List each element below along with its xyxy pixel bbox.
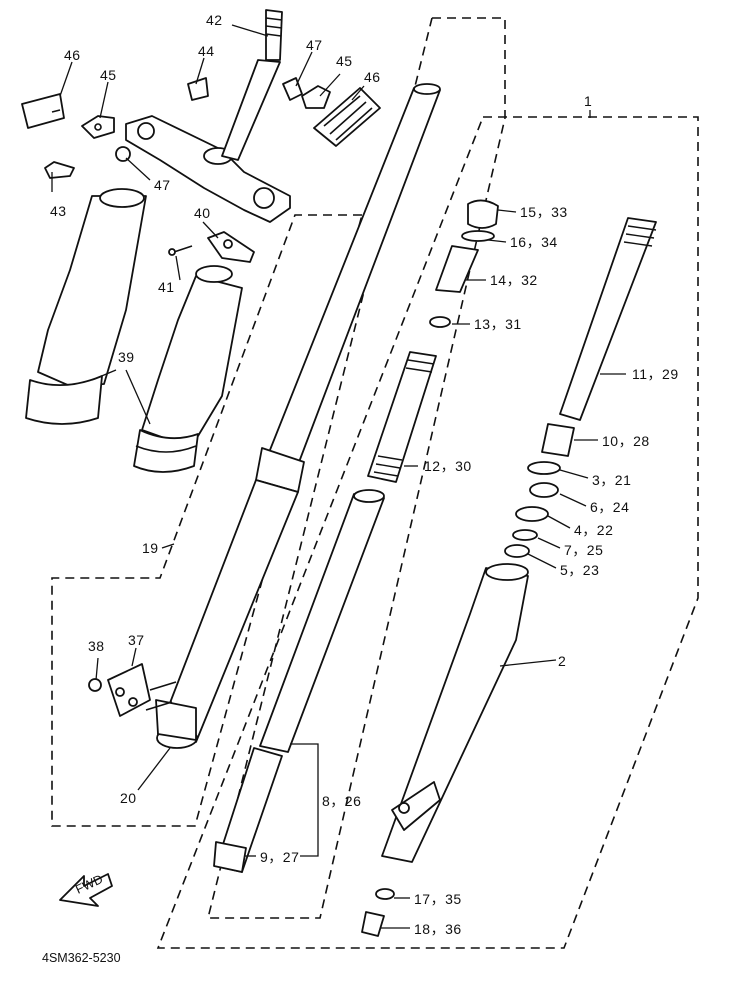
label-part-4-22: 4，22: [574, 522, 613, 538]
label-part-2: 2: [558, 653, 566, 669]
pinch-parts: [168, 231, 255, 263]
label-part-41: 41: [158, 279, 175, 295]
label-part-10-28: 10，28: [602, 433, 650, 449]
drain-parts: [361, 888, 395, 937]
label-part-46-left: 46: [64, 47, 81, 63]
label-part-8-26: 8，26: [322, 793, 361, 809]
label-part-37: 37: [128, 632, 145, 648]
fork-boots: [25, 188, 243, 473]
leader-lines: [51, 24, 626, 929]
label-part-7-25: 7，25: [564, 542, 603, 558]
part-labels: 42 44 46 45 43 47 47 45 46 40 41 39 19 3…: [42, 12, 679, 965]
label-part-16-34: 16，34: [510, 234, 558, 250]
label-part-18-36: 18，36: [414, 921, 462, 937]
label-part-39: 39: [118, 349, 135, 365]
spring-coils: [623, 225, 657, 247]
label-part-17-35: 17，35: [414, 891, 462, 907]
label-part-12-30: 12，30: [424, 458, 472, 474]
label-part-1: 1: [584, 93, 592, 109]
boundary-outer-left-19: [51, 214, 363, 827]
label-part-38: 38: [88, 638, 105, 654]
label-part-19: 19: [142, 540, 159, 556]
rod-threads: [373, 359, 435, 477]
outer-slider: [213, 489, 385, 873]
label-part-6-24: 6，24: [590, 499, 629, 515]
label-part-15-33: 15，33: [520, 204, 568, 220]
label-part-46-right: 46: [364, 69, 381, 85]
boundary-fork-assembly-1: [156, 116, 699, 949]
caliper-bracket: [88, 663, 177, 717]
boundary-inner-tube-group: [206, 17, 506, 919]
outer-tube-2: [381, 563, 529, 863]
label-part-14-32: 14，32: [490, 272, 538, 288]
label-part-3-21: 3，21: [592, 472, 631, 488]
fwd-arrow-icon: FWD: [59, 872, 113, 907]
steering-stem: [221, 9, 283, 161]
label-part-11-29: 11，29: [632, 366, 679, 382]
catalog-code: 4SM362-5230: [42, 951, 121, 965]
label-part-40: 40: [194, 205, 211, 221]
upper-bracket: [21, 77, 381, 223]
label-part-13-31: 13，31: [474, 316, 522, 332]
label-part-47-right: 47: [306, 37, 323, 53]
label-part-47-left: 47: [154, 177, 171, 193]
label-part-45-left: 45: [100, 67, 117, 83]
label-part-42: 42: [206, 12, 223, 28]
assembly-boundaries: [51, 17, 699, 949]
label-part-44: 44: [198, 43, 215, 59]
label-part-5-23: 5，23: [560, 562, 599, 578]
inner-tube-19: [155, 83, 441, 749]
label-part-43: 43: [50, 203, 67, 219]
damper-rod: [367, 351, 437, 483]
label-part-20: 20: [120, 790, 137, 806]
right-fork-internals: [429, 199, 657, 558]
label-part-45-right: 45: [336, 53, 353, 69]
label-part-9-27: 9，27: [260, 849, 299, 865]
